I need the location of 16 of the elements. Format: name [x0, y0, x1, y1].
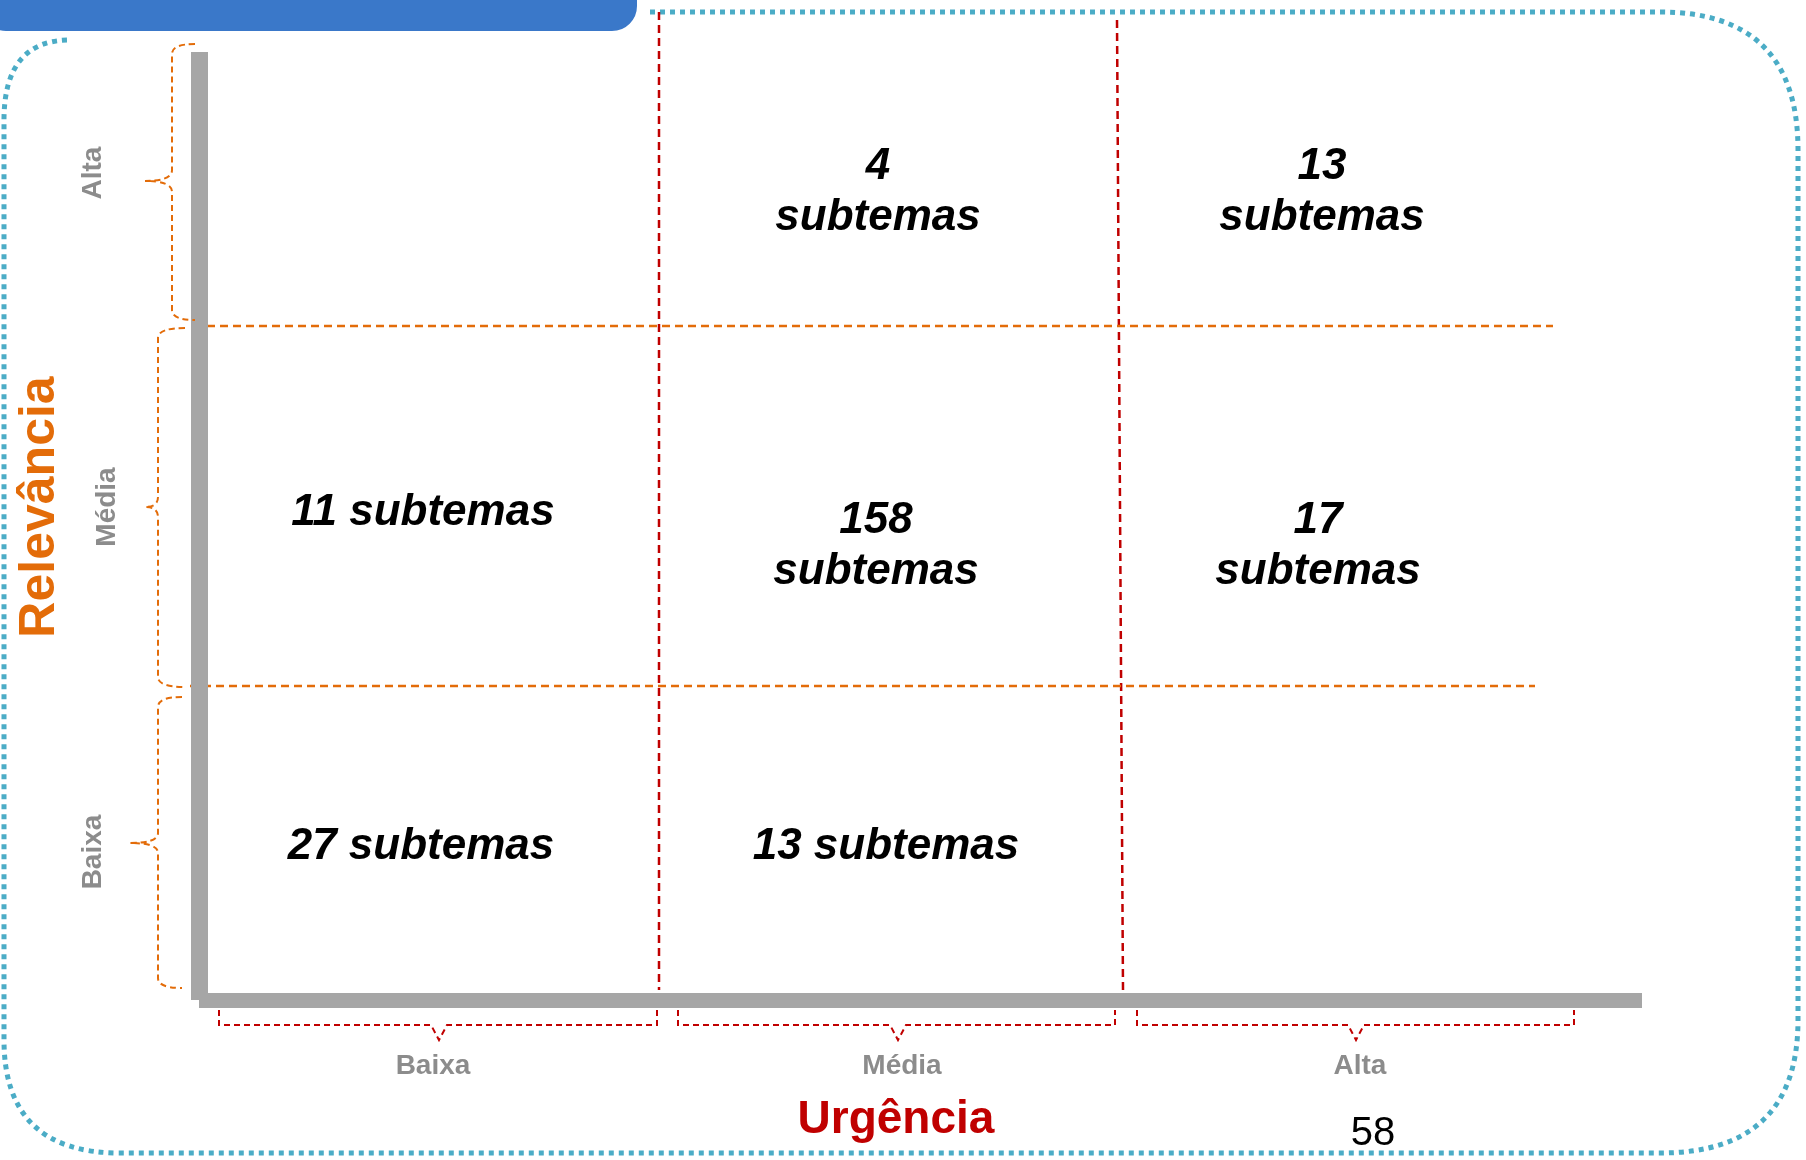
count-label: 11 subtemas [290, 484, 556, 536]
count-label: 158 subtemas [772, 493, 980, 595]
count-label: 13 subtemas [751, 818, 1021, 870]
count-label: 4 subtemas [774, 139, 982, 241]
axis-tick-label: Alta [1333, 1048, 1387, 1082]
axis-tick-label: Alta [75, 146, 108, 200]
axis-tick-label: Baixa [75, 814, 108, 890]
page-number: 58 [1350, 1108, 1396, 1154]
axis-tick-label: Média [862, 1048, 942, 1082]
axis-title: Urgência [797, 1090, 995, 1144]
axis-tick-label: Baixa [395, 1048, 471, 1082]
count-label: 17 subtemas [1214, 493, 1422, 595]
axis-title: Relevância [9, 376, 67, 638]
axis-tick-label: Média [89, 467, 122, 547]
count-label: 13 subtemas [1218, 139, 1426, 241]
count-label: 27 subtemas [286, 818, 556, 870]
